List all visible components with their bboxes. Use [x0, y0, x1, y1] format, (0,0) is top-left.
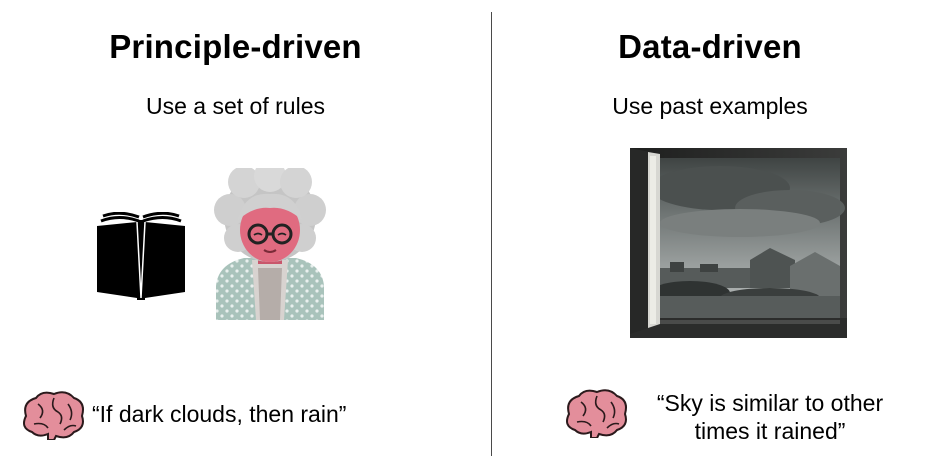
data-driven-panel: Data-driven Use past examples — [476, 0, 951, 458]
grandma-figure — [214, 168, 326, 320]
principle-driven-panel: Principle-driven Use a set of rules — [0, 0, 475, 458]
brain-icon — [566, 389, 627, 438]
quote-text: “If dark clouds, then rain” — [92, 401, 347, 427]
brain-icon — [23, 391, 84, 440]
panel-title: Data-driven — [618, 28, 802, 65]
book-icon — [97, 212, 185, 300]
window-photo — [630, 148, 847, 338]
panel-subtitle: Use a set of rules — [146, 93, 325, 119]
panel-subtitle: Use past examples — [612, 93, 808, 119]
panel-divider — [491, 12, 492, 456]
quote-text: “Sky is similar to other times it rained… — [656, 390, 884, 444]
panel-title: Principle-driven — [109, 28, 362, 65]
